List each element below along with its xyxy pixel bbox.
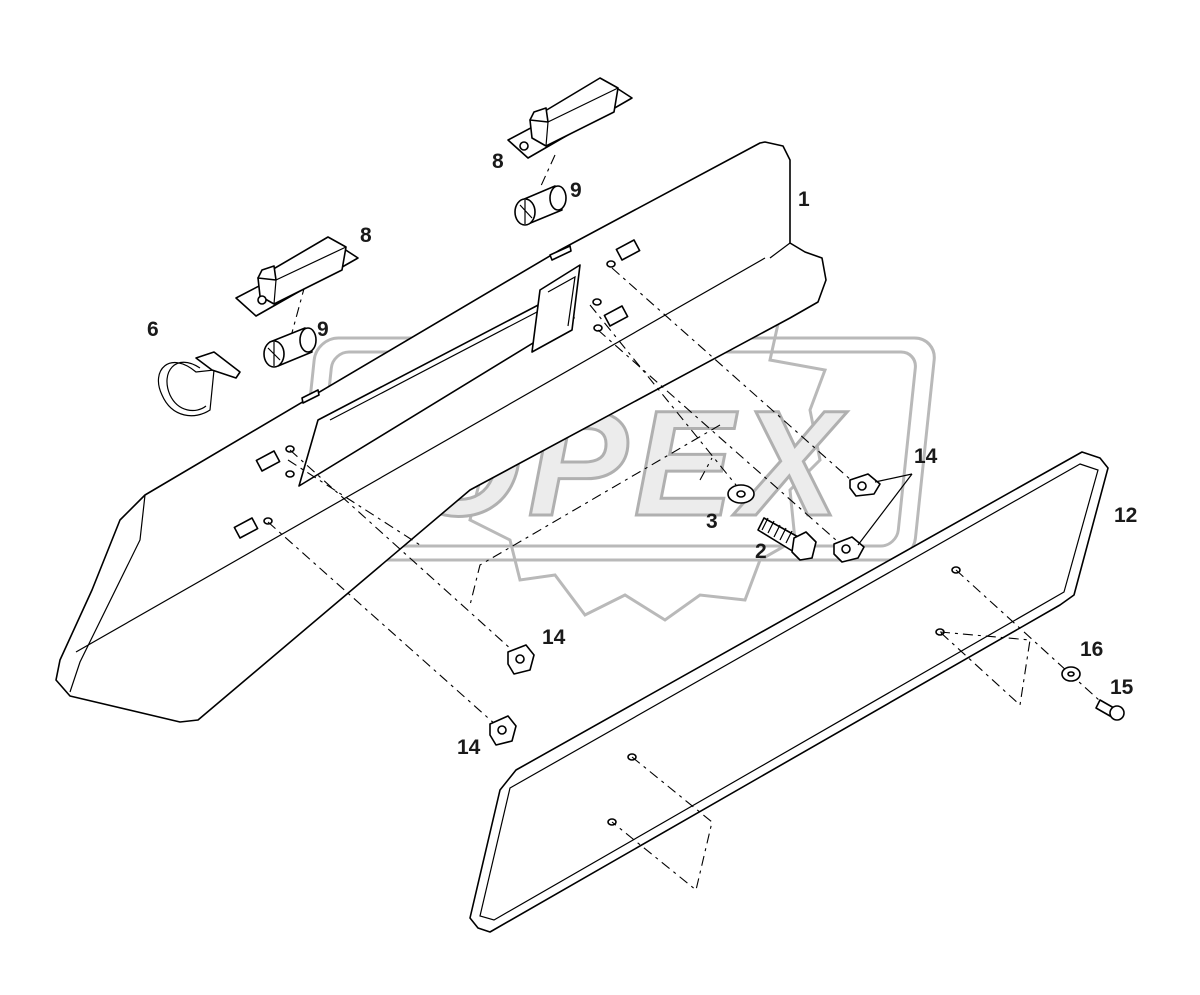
part-6-cable-tie [157, 351, 241, 417]
callout-14-middle: 14 [542, 626, 566, 649]
callout-14-top: 14 [914, 445, 938, 468]
part-15-screw [1095, 699, 1125, 721]
housing-slot-inner [547, 275, 576, 327]
housing-hole-3 [593, 324, 603, 332]
housing-tab-1 [549, 245, 572, 261]
part-8-connector-top [507, 77, 633, 159]
panel-outline [469, 451, 1109, 933]
callout-14-bottom: 14 [457, 736, 481, 759]
part-8-connector-left [235, 236, 359, 317]
part-2-bolt [757, 517, 817, 561]
part-14-clip-c [507, 644, 535, 675]
housing-cutout-4 [233, 517, 259, 539]
housing-hole-5 [285, 470, 295, 478]
part-14-clip-a [849, 473, 881, 497]
housing-hole-6 [263, 517, 273, 525]
housing-cutout-2 [603, 305, 629, 327]
callout-8-top: 8 [492, 150, 504, 173]
housing-window-inner [329, 299, 561, 421]
part-14-clip-b [833, 536, 865, 563]
part-16-washer [1061, 666, 1081, 682]
part-12-panel [469, 451, 1109, 933]
callout-labels: 1 2 3 6 8 8 9 9 12 14 14 14 15 16 [147, 150, 1137, 759]
housing-fold-line-2 [769, 242, 791, 259]
housing-slot [531, 264, 581, 353]
housing-hole-2 [592, 298, 602, 306]
callout-12: 12 [1114, 504, 1137, 527]
callout-3: 3 [706, 510, 718, 533]
housing-top-edge [69, 494, 146, 693]
callout-2: 2 [755, 540, 767, 563]
housing-cutout-1 [615, 239, 641, 261]
leader-lines [857, 473, 913, 546]
housing-hole-1 [606, 260, 616, 268]
housing-tab-2 [301, 389, 320, 404]
part-9-sleeve-left [263, 327, 317, 368]
callout-9-left: 9 [317, 318, 329, 341]
panel-inner-edge [479, 463, 1099, 921]
callout-9-top: 9 [570, 179, 582, 202]
callout-1: 1 [798, 188, 810, 211]
callout-15: 15 [1110, 676, 1134, 699]
callout-16: 16 [1080, 638, 1103, 661]
callout-8-left: 8 [360, 224, 372, 247]
callout-6: 6 [147, 318, 159, 341]
part-14-clip-d [489, 715, 517, 746]
housing-hole-4 [285, 445, 295, 453]
housing-fold-line [75, 257, 766, 653]
part-9-sleeve-top [514, 185, 567, 226]
housing-cutout-3 [255, 450, 281, 472]
part-3-washer [727, 484, 755, 504]
